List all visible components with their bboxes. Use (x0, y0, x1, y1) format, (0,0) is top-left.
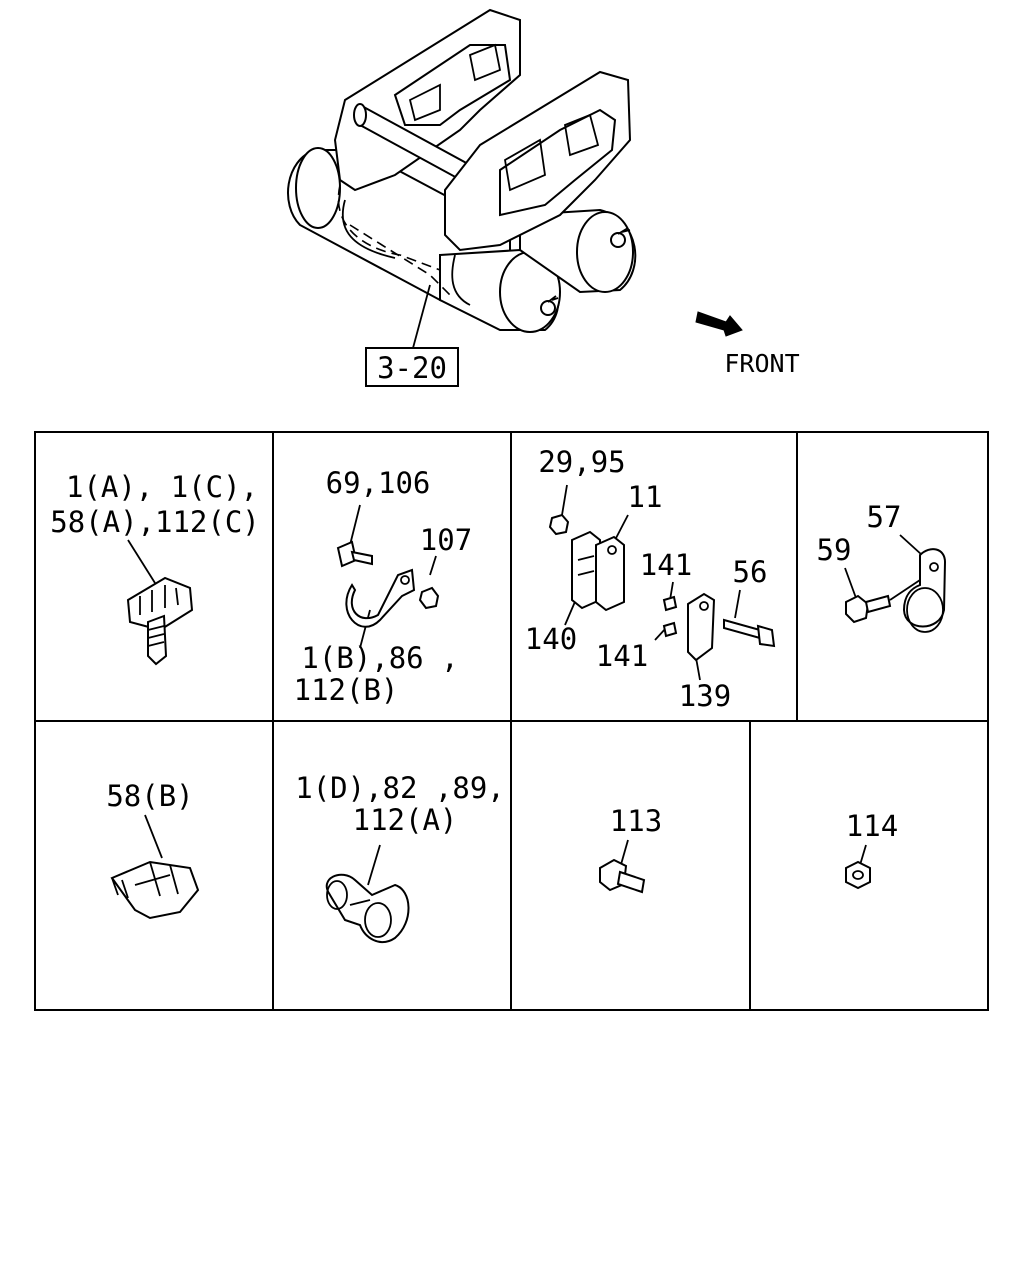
cell-b-bottom-label-line1: 1(B),86 , (301, 641, 458, 675)
cell-bracket-c: 29,95 11 141 56 140 141 139 (525, 445, 776, 713)
cell-b-bottom-label-line2: 112(B) (294, 673, 399, 707)
cell-f-label-line1: 1(D),82 ,89, (295, 771, 505, 805)
cell-b-side-label: 107 (420, 523, 472, 557)
cell-clip-a: 1(A), 1(C), 58(A),112(C) (50, 470, 260, 666)
cell-c-label-141-top: 141 (640, 548, 692, 582)
loop-clip-icon (902, 548, 947, 633)
cell-d-label-57: 57 (867, 500, 902, 534)
cell-e-label: 58(B) (106, 779, 193, 813)
cell-c-label-141-bottom: 141 (596, 639, 648, 673)
air-tank-assembly-illustration (287, 8, 637, 349)
cell-nut-h: 114 (845, 809, 898, 890)
cell-c-label-11: 11 (628, 480, 663, 514)
reference-label: 3-20 (377, 351, 447, 385)
cell-c-label-139: 139 (679, 679, 731, 713)
cell-b-top-label: 69,106 (326, 466, 431, 500)
cell-bolt-g: 113 (599, 804, 662, 894)
clip-e-icon (110, 860, 200, 920)
cell-clip-d: 57 59 (817, 500, 947, 633)
cell-clamp-b: 69,106 107 1(B),86 , 112(B) (294, 466, 473, 707)
nut-icon (548, 513, 570, 536)
cell-c-label-56: 56 (733, 555, 768, 589)
spacer-icon (662, 595, 678, 638)
flange-bolt-icon (599, 858, 646, 894)
bolt-56-icon (723, 618, 776, 648)
parts-grid (34, 431, 989, 1011)
reference-box (365, 347, 459, 387)
front-arrow-icon (695, 311, 743, 337)
cell-a-label-line2: 58(A),112(C) (50, 505, 260, 539)
bolt-icon (336, 540, 373, 568)
cell-g-label: 113 (610, 804, 662, 838)
clip-a-icon (126, 576, 194, 666)
plate-139-icon (687, 592, 716, 662)
cell-d-label-59: 59 (817, 533, 852, 567)
cell-f-label-line2: 112(A) (353, 803, 458, 837)
front-label: FRONT (724, 349, 799, 378)
cell-c-label-140: 140 (525, 622, 577, 656)
nut-icon (845, 860, 871, 890)
cell-h-label: 114 (846, 809, 898, 843)
cell-clamp-f: 1(D),82 ,89, 112(A) (295, 771, 505, 944)
cell-a-label-line1: 1(A), 1(C), (66, 470, 258, 504)
bracket-block-icon (571, 530, 625, 612)
double-clamp-icon (325, 873, 410, 944)
nut-icon (418, 586, 440, 610)
p-clamp-icon (345, 568, 416, 628)
cell-c-label-29-95: 29,95 (538, 445, 625, 479)
cell-clip-e: 58(B) (106, 779, 200, 920)
